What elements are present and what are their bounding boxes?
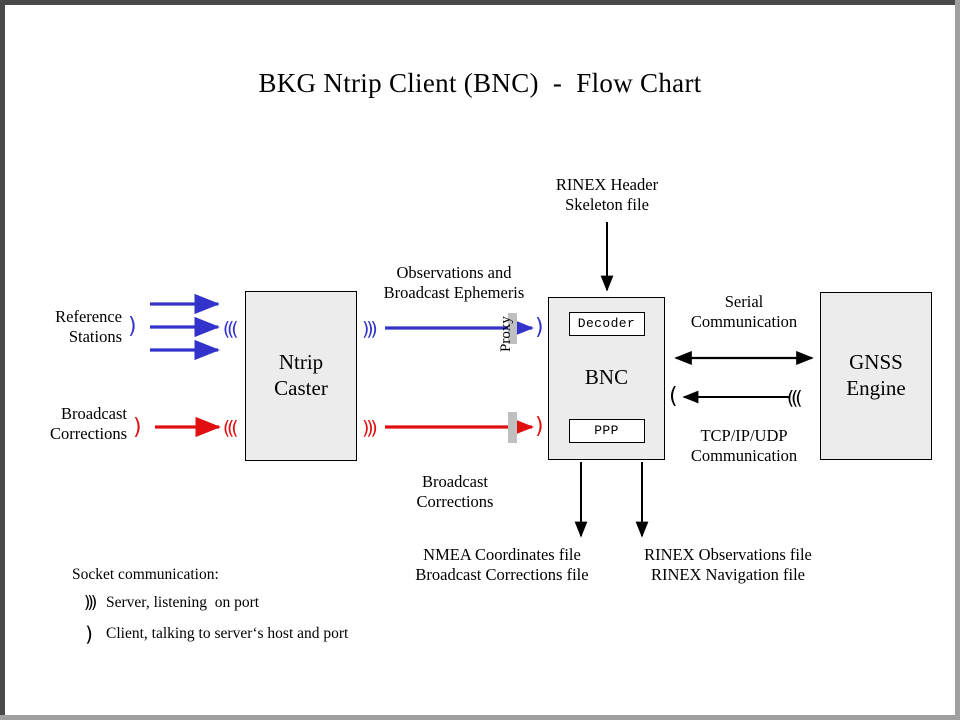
- label-output-nmea-files: NMEA Coordinates file Broadcast Correcti…: [415, 545, 589, 585]
- server-antenna-icon-caster-out-obs: ))): [362, 318, 378, 340]
- client-socket-icon-reference-stations: ): [128, 314, 137, 339]
- label-reference-stations: Reference Stations: [55, 307, 122, 347]
- node-ntrip-caster[interactable]: Ntrip Caster: [245, 291, 357, 461]
- arrow-reference-stations-to-caster: [150, 293, 220, 361]
- legend-item-client: ) Client, talking to server‘s host and p…: [72, 622, 348, 646]
- legend-item-server-label: Server, listening on port: [106, 594, 260, 611]
- legend-item-client-label: Client, talking to server‘s host and por…: [106, 625, 349, 642]
- label-output-rinex-files: RINEX Observations file RINEX Navigation…: [644, 545, 812, 585]
- window-frame-right: [955, 0, 960, 720]
- proxy-bar-upper: [508, 313, 517, 344]
- client-paren-icon: ): [85, 622, 93, 646]
- bnc-label: BNC: [584, 364, 629, 389]
- ntrip-caster-label-line1: Ntrip: [278, 350, 324, 375]
- server-antenna-icon-caster-obs: ))): [226, 318, 239, 340]
- proxy-bar-lower: [508, 412, 517, 443]
- node-gnss-engine[interactable]: GNSS Engine: [820, 292, 932, 460]
- window-frame-top: [0, 0, 960, 5]
- bnc-ppp-module[interactable]: PPP: [568, 419, 645, 443]
- server-antenna-icon: ))): [83, 593, 98, 613]
- window-frame-left: [0, 0, 5, 720]
- node-bnc[interactable]: Decoder BNC PPP: [548, 297, 665, 460]
- label-tcpip-communication: TCP/IP/UDP Communication: [690, 426, 798, 466]
- client-socket-icon-bnc-corr: ): [535, 414, 544, 439]
- gnss-engine-label-line1: GNSS: [849, 350, 903, 375]
- bnc-decoder-module[interactable]: Decoder: [568, 312, 645, 336]
- client-socket-icon-bnc-tcpip: ): [669, 384, 678, 409]
- gnss-engine-label-line2: Engine: [846, 376, 906, 400]
- label-observations-and-ephemeris: Observations and Broadcast Ephemeris: [383, 263, 525, 303]
- legend-title: Socket communication:: [72, 566, 219, 583]
- server-antenna-icon-caster-out-corr: ))): [362, 417, 378, 439]
- server-antenna-icon-caster-corr: ))): [226, 417, 239, 439]
- label-rinex-header-skeleton-file: RINEX Header Skeleton file: [555, 175, 659, 215]
- proxy-label: Proxy: [498, 316, 514, 352]
- chart-title: BKG Ntrip Client (BNC) - Flow Chart: [258, 68, 702, 98]
- client-socket-icon-bnc-obs: ): [535, 315, 544, 340]
- server-antenna-icon-gnss-tcpip: ))): [790, 387, 803, 409]
- window-frame-bottom: [0, 715, 960, 720]
- client-socket-icon-broadcast-corrections: ): [133, 415, 142, 440]
- label-broadcast-corrections-stream: Broadcast Corrections: [416, 472, 494, 512]
- ntrip-caster-label-line2: Caster: [274, 376, 328, 400]
- label-broadcast-corrections-source: Broadcast Corrections: [50, 404, 127, 444]
- legend: Socket communication: ))) Server, listen…: [72, 566, 348, 646]
- label-serial-communication: Serial Communication: [690, 292, 798, 332]
- legend-item-server: ))) Server, listening on port: [72, 593, 348, 613]
